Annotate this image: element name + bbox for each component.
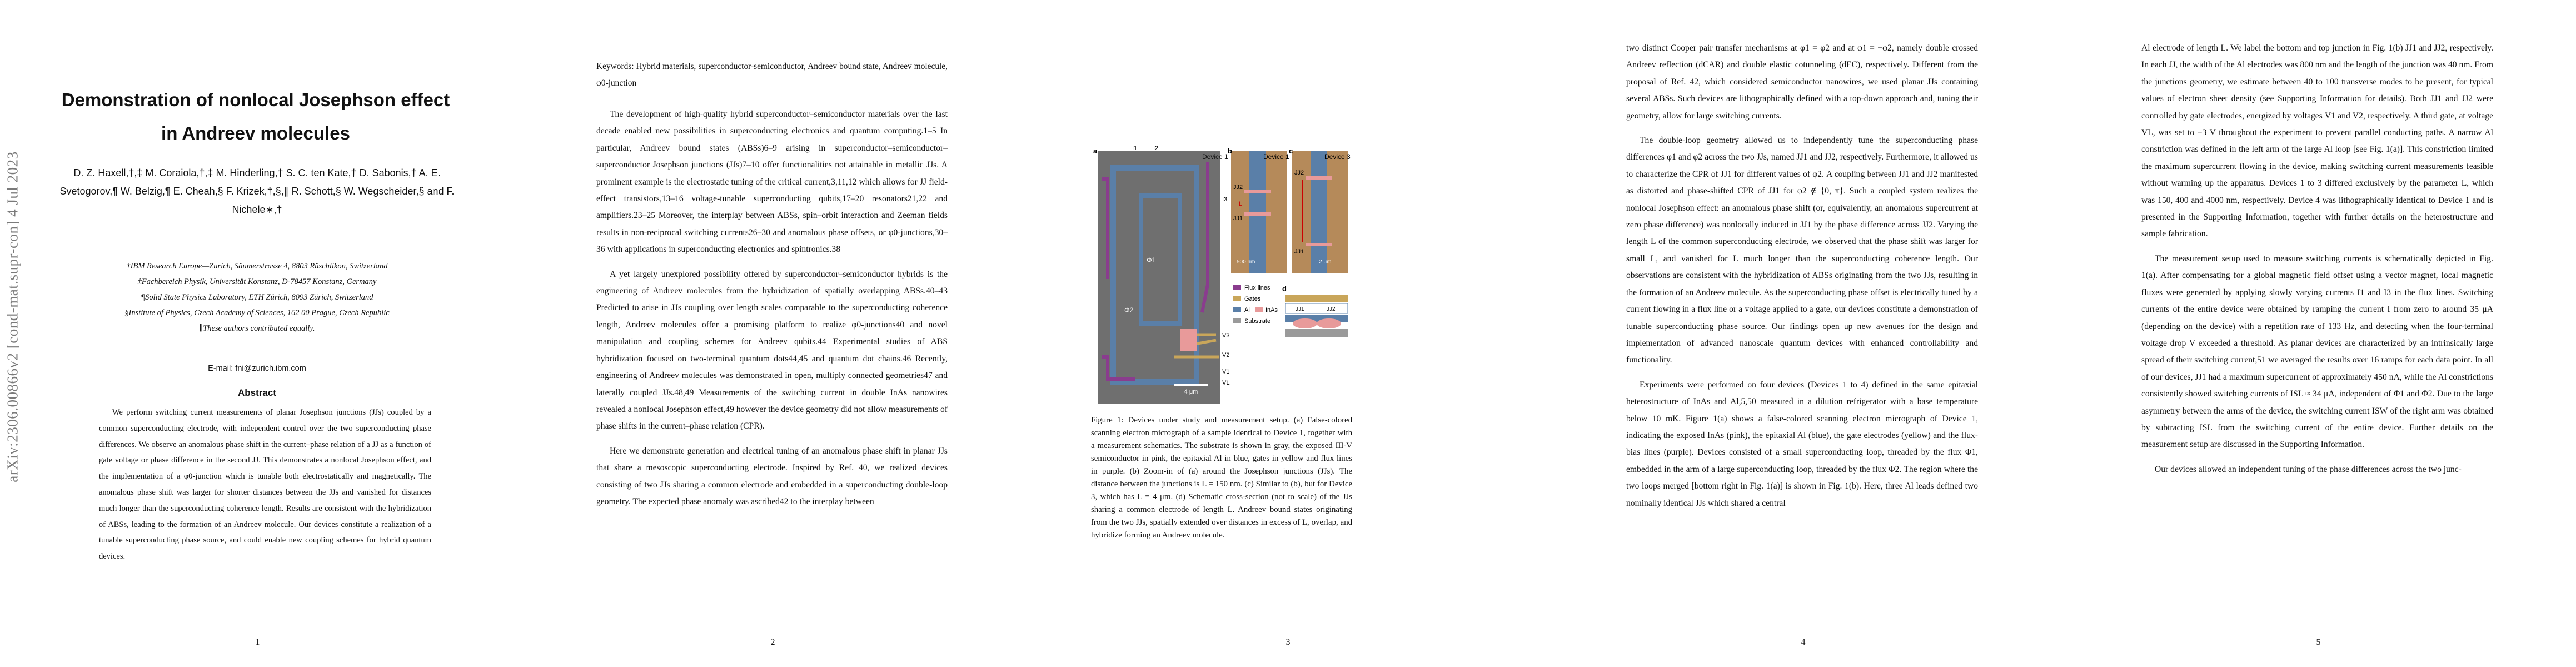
sem-micrograph-a — [1098, 151, 1220, 404]
terminal-label: V2 — [1222, 352, 1229, 359]
flux-line-left — [1102, 177, 1135, 381]
author-list: D. Z. Haxell,†,‡ M. Coraiola,†,‡ M. Hind… — [59, 167, 455, 215]
page-number: 2 — [770, 638, 775, 647]
panel-label: a — [1093, 147, 1098, 155]
legend-swatch-flux — [1233, 285, 1241, 290]
affiliation: †IBM Research Europe—Zurich, Säumerstras… — [126, 262, 388, 271]
abstract-heading: Abstract — [238, 387, 276, 398]
legend-label: Flux lines — [1244, 285, 1270, 291]
substrate-layer — [1285, 329, 1348, 337]
device-label: Device 1 — [1202, 153, 1228, 161]
affiliation: §Institute of Physics, Czech Academy of … — [124, 308, 390, 317]
legend-label: Al — [1244, 307, 1250, 313]
abs-wavefunction — [1293, 318, 1317, 328]
junction-jj2-c — [1306, 243, 1332, 246]
page-5: Al electrode of length L. We label the b… — [2061, 0, 2576, 667]
figure-1-graphic: 4 μm a Device 1 I1 I2 I3 V3 V2 V1 VL Φ1 … — [1093, 145, 1351, 404]
body-paragraph: Al electrode of length L. We label the b… — [2141, 43, 2493, 239]
legend-swatch-gates — [1233, 296, 1241, 301]
page-4: two distinct Cooper pair transfer mechan… — [1546, 0, 2061, 667]
panel-label: b — [1228, 147, 1232, 155]
jj-label: JJ1 — [1294, 248, 1304, 255]
flux-label: Φ2 — [1124, 306, 1134, 314]
scale-bar-label: 2 μm — [1319, 259, 1331, 265]
flux-label: Φ1 — [1147, 256, 1156, 264]
scale-bar-label: 4 μm — [1184, 389, 1198, 395]
abstract-text: We perform switching current measurement… — [99, 408, 431, 561]
jj-label: JJ1 — [1233, 215, 1243, 222]
body-column: Keywords: Hybrid materials, superconduct… — [596, 58, 948, 518]
legend-label: Gates — [1244, 296, 1261, 302]
terminal-label: VL — [1222, 380, 1229, 386]
figure-legend: Flux lines Gates Al InAs Substrate — [1233, 285, 1278, 325]
legend-swatch-al — [1233, 307, 1241, 312]
panel-label: d — [1282, 285, 1287, 293]
affiliation: ¶Solid State Physics Laboratory, ETH Zür… — [141, 293, 373, 302]
paper-title: Demonstration of nonlocal Josephson effe… — [61, 89, 450, 143]
scale-bar-a — [1174, 384, 1208, 386]
junction-jj1-c — [1306, 176, 1332, 180]
body-paragraph: two distinct Cooper pair transfer mechan… — [1626, 43, 1978, 121]
page-1: arXiv:2306.00866v2 [cond-mat.supr-con] 4… — [0, 0, 515, 667]
junction-jj1-b — [1244, 190, 1271, 193]
terminal-label: I3 — [1222, 196, 1227, 203]
jj-label: JJ2 — [1327, 306, 1336, 312]
body-paragraph: Our devices allowed an independent tunin… — [2155, 464, 2462, 474]
page-3: 3 — [1030, 0, 1546, 667]
legend-swatch-inas — [1255, 307, 1263, 312]
body-paragraph: Here we demonstrate generation and elect… — [596, 446, 948, 506]
large-al-loop — [1110, 165, 1199, 385]
page-number: 5 — [2316, 638, 2321, 647]
gate-layer — [1285, 295, 1348, 302]
device-label: Device 1 — [1263, 153, 1289, 161]
length-label: L — [1239, 201, 1242, 207]
arxiv-stamp: arXiv:2306.00866v2 [cond-mat.supr-con] 4… — [4, 151, 21, 482]
terminal-label: I2 — [1153, 146, 1158, 152]
body-column: Al electrode of length L. We label the b… — [2141, 40, 2493, 486]
page-number: 4 — [1801, 638, 1806, 647]
page-number: 3 — [1285, 638, 1291, 647]
terminal-label: I1 — [1132, 146, 1137, 152]
affiliation: ∥These authors contributed equally. — [199, 324, 315, 333]
cross-section-schematic: JJ1 JJ2 — [1285, 295, 1348, 337]
abs-wavefunction — [1317, 318, 1341, 328]
body-paragraph: Experiments were performed on four devic… — [1626, 380, 1978, 508]
keywords: Keywords: Hybrid materials, superconduct… — [596, 62, 948, 88]
device-label: Device 3 — [1324, 153, 1351, 161]
figure-1: 4 μm a Device 1 I1 I2 I3 V3 V2 V1 VL Φ1 … — [1091, 145, 1352, 412]
affiliations: †IBM Research Europe—Zurich, Säumerstras… — [56, 258, 459, 336]
body-paragraph: The development of high-quality hybrid s… — [596, 109, 948, 255]
scale-bar-label: 500 nm — [1237, 259, 1255, 265]
junction-jj2-b — [1244, 212, 1271, 216]
affiliation: ‡Fachbereich Physik, Universität Konstan… — [137, 277, 377, 286]
body-paragraph: The measurement setup used to measure sw… — [2141, 253, 2493, 450]
terminal-label: V1 — [1222, 369, 1229, 375]
legend-label: InAs — [1265, 307, 1278, 313]
panel-label: c — [1289, 147, 1293, 155]
common-electrode-c — [1311, 151, 1327, 273]
small-al-loop — [1139, 193, 1182, 326]
contact-email: E-mail: fni@zurich.ibm.com — [208, 364, 306, 373]
body-column: two distinct Cooper pair transfer mechan… — [1626, 40, 1978, 520]
body-paragraph: A yet largely unexplored possibility off… — [596, 269, 948, 431]
legend-label: Substrate — [1244, 318, 1270, 325]
page-2: Keywords: Hybrid materials, superconduct… — [515, 0, 1030, 667]
flux-line-right — [1200, 162, 1209, 313]
jj-label: JJ1 — [1296, 306, 1304, 312]
page-number: 1 — [255, 638, 260, 647]
jj-label: JJ2 — [1233, 184, 1243, 191]
body-paragraph: The double-loop geometry allowed us to i… — [1626, 136, 1978, 365]
figure-caption: Figure 1: Devices under study and measur… — [1091, 416, 1352, 540]
junction-row — [1285, 303, 1348, 314]
legend-swatch-substrate — [1233, 318, 1241, 323]
terminal-label: V3 — [1222, 332, 1229, 339]
inas-region — [1180, 329, 1197, 351]
jj-label: JJ2 — [1294, 170, 1304, 176]
